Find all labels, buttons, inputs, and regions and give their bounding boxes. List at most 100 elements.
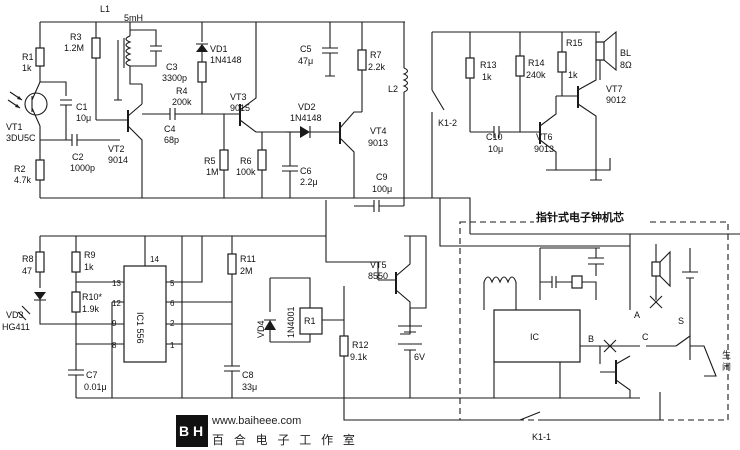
resistor-r2: R2 4.7k (14, 159, 45, 198)
svg-text:L2: L2 (388, 84, 398, 94)
svg-text:S: S (678, 316, 684, 326)
resistor-r10: R10* 1.9k (71, 282, 124, 345)
clock-driver-transistor (493, 346, 631, 398)
svg-text:BL: BL (620, 48, 631, 58)
switch-s: S (675, 316, 717, 377)
svg-text:R14: R14 (528, 58, 545, 68)
diode-vd2: VD2 1N4148 (286, 102, 340, 138)
svg-text:6V: 6V (414, 352, 425, 362)
clock-ic (493, 309, 581, 363)
svg-text:VD2: VD2 (298, 102, 316, 112)
resistor-r1: R1 1k (22, 22, 45, 82)
svg-text:生: 生 (722, 349, 731, 360)
clock-oscillator (483, 247, 604, 310)
svg-text:VT2: VT2 (108, 144, 125, 154)
capacitor-c3: C3 3300p (130, 29, 187, 83)
svg-text:R7: R7 (370, 50, 382, 60)
svg-text:R6: R6 (240, 156, 252, 166)
diode-vd1: VD1 1N4148 (196, 22, 242, 65)
svg-text:1k: 1k (482, 72, 492, 82)
svg-text:VD4: VD4 (256, 320, 266, 338)
svg-text:R15: R15 (566, 38, 583, 48)
svg-text:VD3: VD3 (6, 310, 24, 320)
capacitor-c8: C8 33μ (224, 324, 257, 398)
svg-text:IC: IC (530, 332, 540, 342)
contact-a: A (629, 234, 640, 320)
watermark-footer: B H www.baiheee.com 百 合 电 子 工 作 室 (176, 414, 416, 450)
svg-text:VT7: VT7 (606, 84, 623, 94)
svg-text:2.2μ: 2.2μ (300, 177, 318, 187)
site-url[interactable]: www.baiheee.com (212, 415, 302, 427)
led-vd3: VD3 HG411 (2, 292, 112, 332)
svg-text:9013: 9013 (368, 138, 388, 148)
svg-text:6: 6 (170, 299, 175, 308)
svg-text:C8: C8 (242, 370, 254, 380)
svg-text:R4: R4 (176, 86, 188, 96)
transistor-vt5: VT5 8550 (325, 235, 411, 335)
timer-ic-556: 14 13 12 9 8 5 6 2 1 IC1 556 (111, 236, 233, 363)
svg-text:1N4001: 1N4001 (286, 306, 296, 338)
svg-text:9.1k: 9.1k (350, 352, 368, 362)
capacitor-c6: C6 2.2μ (282, 132, 318, 198)
resistor-r11: R11 2M (227, 236, 256, 302)
svg-text:C5: C5 (300, 44, 312, 54)
svg-text:9014: 9014 (108, 155, 128, 165)
svg-text:10μ: 10μ (76, 113, 91, 123)
svg-text:8Ω: 8Ω (620, 60, 632, 70)
transistor-vt3: VT3 9015 (230, 22, 286, 133)
clock-module-boundary: 指针式电子钟机芯 (459, 210, 729, 421)
svg-text:C3: C3 (166, 62, 178, 72)
alarm-speaker (649, 244, 698, 360)
svg-text:闹: 闹 (722, 361, 731, 372)
transistor-vt4: VT4 9013 (339, 111, 388, 198)
svg-text:100k: 100k (236, 167, 256, 177)
svg-text:C: C (642, 332, 649, 342)
resistor-r8: R8 47 (22, 236, 45, 288)
svg-text:C9: C9 (376, 172, 388, 182)
transistor-vt2: VT2 9014 (96, 84, 143, 198)
svg-text:1N4148: 1N4148 (210, 55, 242, 65)
speaker-bl: BL 8Ω (595, 30, 632, 80)
svg-text:C7: C7 (86, 370, 98, 380)
svg-text:B: B (588, 334, 594, 344)
resistor-r13: R13 1k (465, 32, 497, 132)
svg-text:VT6: VT6 (536, 132, 553, 142)
svg-text:VT1: VT1 (6, 122, 23, 132)
resistor-r9: R9 1k (71, 236, 124, 283)
transistor-vt7: VT7 9012 (546, 60, 626, 181)
svg-text:R2: R2 (14, 164, 26, 174)
svg-text:5mH: 5mH (124, 13, 143, 23)
svg-text:14: 14 (150, 255, 159, 264)
alarm-label: 生 闹 (722, 349, 731, 372)
svg-text:R9: R9 (84, 250, 96, 260)
capacitor-c5: C5 47μ (298, 22, 338, 77)
svg-text:1k: 1k (84, 262, 94, 272)
svg-text:8: 8 (112, 341, 117, 350)
svg-text:R10*: R10* (82, 292, 103, 302)
resistor-r3: R3 1.2M (64, 22, 101, 120)
svg-text:1.9k: 1.9k (82, 304, 100, 314)
svg-text:R8: R8 (22, 254, 34, 264)
svg-text:1.2M: 1.2M (64, 43, 84, 53)
svg-text:C6: C6 (300, 166, 312, 176)
svg-text:1: 1 (170, 341, 175, 350)
diode-vd4: VD4 1N4001 (256, 278, 296, 342)
svg-text:VT3: VT3 (230, 92, 247, 102)
svg-text:VT5: VT5 (370, 260, 387, 270)
capacitor-c1: C1 10μ (60, 99, 91, 140)
resistor-r15: R15 1k (557, 32, 583, 96)
svg-text:VT4: VT4 (370, 126, 387, 136)
svg-text:3300p: 3300p (162, 73, 187, 83)
svg-text:9013: 9013 (534, 144, 554, 154)
capacitor-c9: C9 100μ (354, 172, 404, 212)
capacitor-c7: C7 0.01μ (68, 344, 107, 398)
svg-text:33μ: 33μ (242, 382, 257, 392)
svg-text:4.7k: 4.7k (14, 175, 32, 185)
transistor-vt6: VT6 9013 (520, 96, 557, 170)
svg-text:1k: 1k (22, 63, 32, 73)
svg-text:9015: 9015 (230, 103, 250, 113)
brand-name: 百 合 电 子 工 作 室 (212, 433, 358, 447)
svg-text:R13: R13 (480, 60, 497, 70)
capacitor-c10: C10 10μ (470, 126, 520, 154)
